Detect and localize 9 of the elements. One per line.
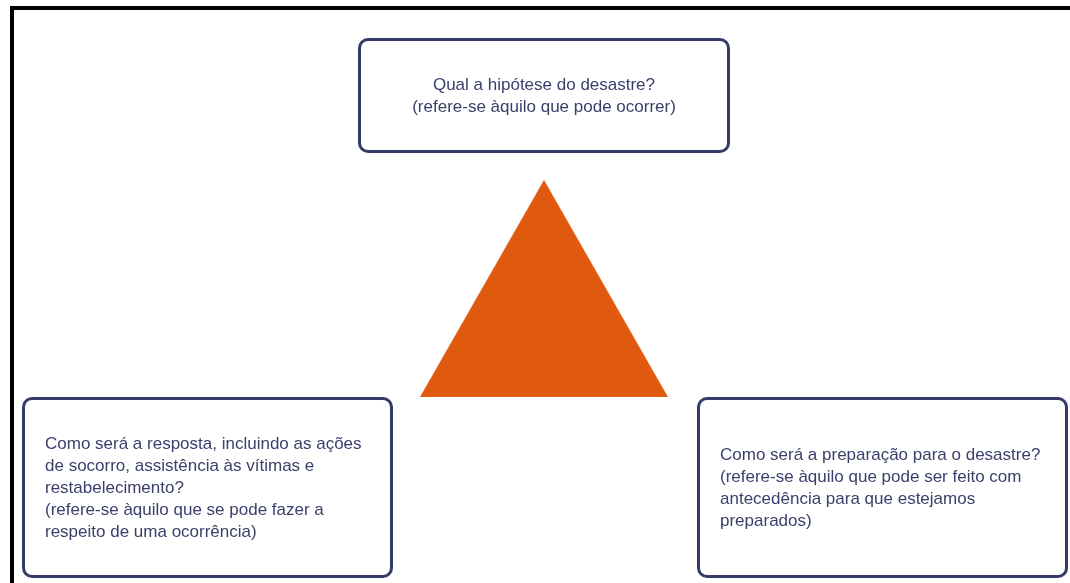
question-text: Como será a resposta, incluindo as ações de socorro, assistência às vítimas e restabelecimento? [45,432,363,499]
question-text: Como será a preparação para o desastre? [720,443,1042,466]
question-text: Qual a hipótese do desastre? [431,73,657,96]
note-text: (refere-se àquilo que se pode fazer a respeito de uma ocorrência) [45,498,325,543]
text-box [358,38,730,153]
text-box [22,397,393,578]
note-text: (refere-se àquilo que pode ocorrer) [411,95,677,118]
note-text: (refere-se àquilo que pode ser feito com antecedência para que estejamos preparados) [720,465,1023,532]
text-box [697,397,1068,578]
